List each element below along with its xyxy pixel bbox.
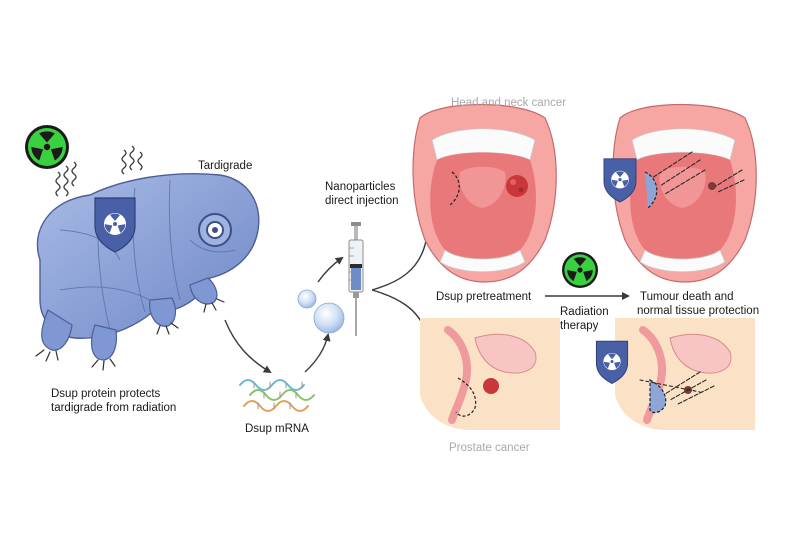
outcome-label: Tumour death and normal tissue protectio… xyxy=(637,291,759,317)
radiation-therapy-label: Radiation therapy xyxy=(560,306,612,332)
arrow-tardigrade-to-mrna xyxy=(224,319,272,374)
arrow-mrna-to-nanoparticles xyxy=(304,333,331,373)
arrow-nanoparticles-to-syringe xyxy=(317,256,344,283)
tardigrade-label: Tardigrade xyxy=(198,160,252,172)
radiation-beams-prostate xyxy=(639,371,715,405)
prostate-post-therapy xyxy=(615,318,755,430)
nanoparticle-icon xyxy=(297,289,345,334)
head-neck-label: Head and neck cancer xyxy=(451,97,566,109)
mouth-post-therapy xyxy=(612,103,757,283)
radiation-icon xyxy=(25,125,69,169)
prostate-label: Prostate cancer xyxy=(449,442,530,454)
prostate-pretreatment xyxy=(420,318,560,430)
syringe-icon xyxy=(348,222,364,336)
radiation-beams-head xyxy=(651,151,745,195)
dsup-pretreatment-label: Dsup pretreatment xyxy=(436,291,532,303)
nanoparticles-label: Nanoparticles direct injection xyxy=(325,181,399,207)
radiation-waves-icon xyxy=(55,145,143,197)
mrna-icon xyxy=(239,379,315,412)
dsup-protein-label: Dsup protein protects tardigrade from ra… xyxy=(51,388,176,414)
mouth-pretreatment xyxy=(412,103,557,283)
dsup-mrna-label: Dsup mRNA xyxy=(245,423,309,435)
radiation-therapy-icon xyxy=(561,251,599,289)
tardigrade-illustration xyxy=(35,173,260,371)
